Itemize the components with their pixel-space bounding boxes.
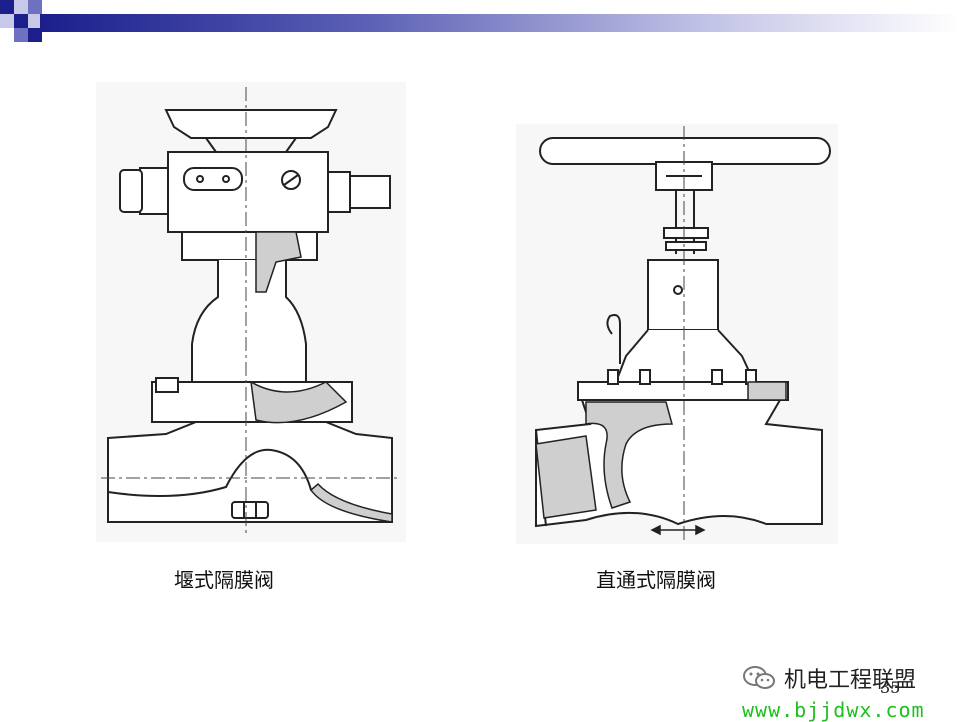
right-figure-caption: 直通式隔膜阀: [596, 568, 716, 592]
header-square: [28, 28, 42, 42]
header-square: [28, 14, 42, 28]
header-square: [14, 28, 28, 42]
slide-header-decoration: [0, 0, 960, 42]
watermark-name: 机电工程联盟: [784, 668, 917, 693]
watermark-url: www.bjjdwx.com: [742, 698, 925, 722]
watermark: 机电工程联盟 www.bjjdwx.com: [742, 662, 952, 722]
watermark-name-row: 机电工程联盟: [742, 662, 952, 694]
left-figure-caption: 堰式隔膜阀: [174, 568, 274, 592]
header-square: [14, 14, 28, 28]
header-square: [14, 0, 28, 14]
header-square: [0, 0, 14, 14]
header-square: [28, 0, 42, 14]
header-gradient-bar: [40, 14, 960, 32]
straight-through-diaphragm-valve-drawing: [516, 124, 838, 544]
weir-diaphragm-valve-drawing: [96, 82, 406, 542]
wechat-icon: [743, 666, 775, 689]
page-number: 35: [880, 678, 901, 697]
header-square: [0, 14, 14, 28]
